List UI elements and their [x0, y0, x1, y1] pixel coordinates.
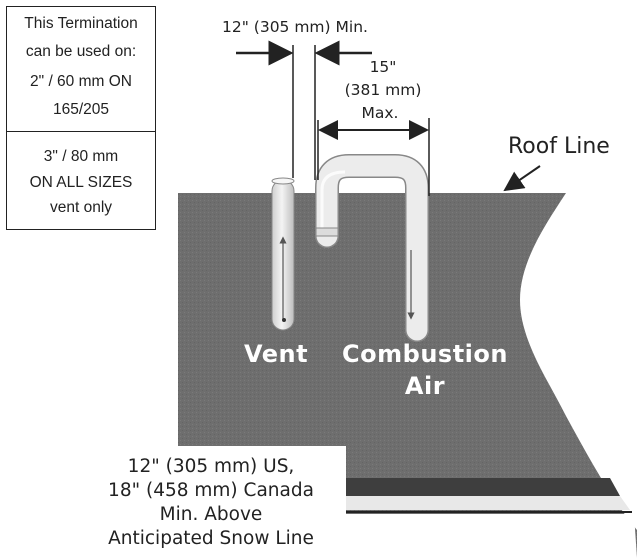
info-line-1: This Termination — [24, 15, 138, 32]
min-spacing-label: 12" (305 mm) Min. — [222, 18, 368, 36]
termination-info-box: This Termination can be used on: 2" / 60… — [6, 6, 156, 230]
info-line-5: 3" / 80 mm — [43, 148, 119, 165]
info-line-6: ON ALL SIZES — [29, 174, 133, 191]
max-spacing-label-1: 15" — [369, 58, 397, 76]
vent-label: Vent — [244, 340, 309, 368]
snow-note-line-4: Anticipated Snow Line — [108, 528, 314, 549]
roof-line-arrow — [503, 165, 541, 192]
info-line-7: vent only — [49, 199, 113, 216]
combustion-air-label-1: Combustion — [342, 340, 508, 368]
roof-line-label: Roof Line — [508, 134, 610, 159]
roof-edge-stripe-light — [340, 496, 630, 510]
snow-note-line-1: 12" (305 mm) US, — [127, 456, 295, 477]
vent-pipe — [271, 177, 295, 331]
roof-edge-white — [340, 514, 637, 558]
info-box-top-section: This Termination can be used on: 2" / 60… — [7, 7, 155, 132]
info-line-4: 165/205 — [52, 101, 110, 118]
max-spacing-label-2: (381 mm) — [344, 81, 422, 99]
max-spacing-label-3: Max. — [361, 104, 399, 122]
combustion-air-pipe — [315, 154, 429, 342]
roof-edge-stripe-dark — [340, 478, 620, 496]
combustion-air-label-2: Air — [404, 372, 446, 400]
info-line-2: can be used on: — [25, 43, 137, 60]
info-line-3: 2" / 60 mm ON — [30, 73, 132, 90]
snow-line-note: 12" (305 mm) US, 18" (458 mm) Canada Min… — [76, 446, 346, 558]
snow-note-line-3: Min. Above — [159, 504, 263, 525]
info-box-bottom-section: 3" / 80 mm ON ALL SIZES vent only — [7, 132, 155, 229]
snow-note-line-2: 18" (458 mm) Canada — [108, 480, 314, 501]
